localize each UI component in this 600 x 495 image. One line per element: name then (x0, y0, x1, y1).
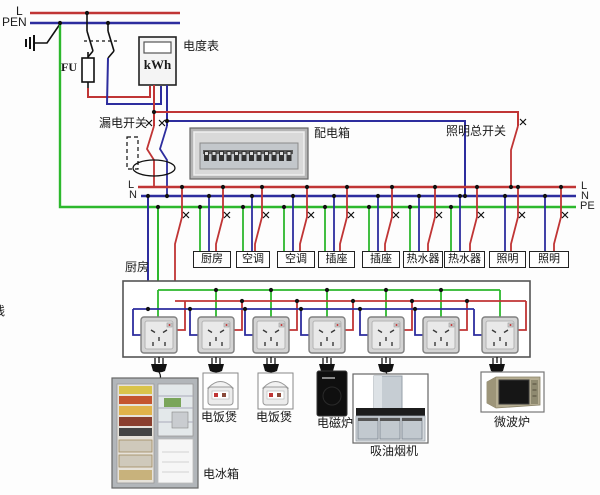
induction-cooker-image (316, 370, 348, 417)
socket-outlet (422, 316, 460, 354)
bus-right-pe-label: PE (580, 200, 595, 212)
lighting-main-switch-symbol (510, 125, 519, 187)
rice-cooker-image (257, 372, 294, 410)
branch-box-ac-1: 空调 (236, 251, 270, 268)
rcd-label: 漏电开关 (99, 116, 148, 130)
plug-icon (150, 356, 168, 382)
socket-outlet (197, 316, 235, 354)
branch-circuit-wires (199, 187, 562, 251)
bus-right-l-label: L (581, 180, 588, 192)
microwave-label: 微波炉 (494, 415, 531, 429)
socket-outlet (308, 316, 346, 354)
meter-input-wires (87, 57, 162, 105)
branch-box-lighting-1: 照明 (489, 251, 526, 268)
microwave-image (480, 371, 545, 413)
branch-box-kitchen: 厨房 (193, 251, 231, 268)
main-isolator-symbol (84, 13, 117, 59)
branch-box-heater-2: 热水器 (444, 251, 485, 268)
distribution-panel-label: 配电箱 (314, 126, 351, 140)
lighting-main-switch-label: 照明总开关 (446, 124, 507, 138)
branch-box-ac-2: 空调 (277, 251, 315, 268)
edge-text-fragment: 线 (0, 304, 5, 318)
pe-earth-wire (58, 23, 576, 209)
range-hood-label: 吸油烟机 (370, 444, 419, 458)
distribution-panel-image (189, 127, 309, 180)
range-hood-image (352, 373, 429, 444)
branch-box-heater-1: 热水器 (403, 251, 443, 268)
fuse-label: FU (61, 60, 77, 74)
branch-box-socket-1: 插座 (318, 251, 355, 268)
fridge-label: 电冰箱 (203, 467, 240, 481)
rice-cooker-label-2: 电饭煲 (256, 410, 293, 424)
supply-pen-label: PEN (2, 15, 27, 29)
bus-right-n-label: N (581, 190, 589, 202)
induction-cooker-label: 电磁炉 (317, 416, 354, 430)
kwh-meter-symbol (138, 36, 177, 86)
kitchen-box-label: 厨房 (125, 260, 150, 274)
branch-box-socket-2: 插座 (362, 251, 400, 268)
fuse-symbol (81, 52, 95, 88)
socket-outlet (140, 316, 178, 354)
earth-ground-icon (25, 23, 61, 51)
socket-outlet (252, 316, 290, 354)
fridge-image (111, 377, 199, 489)
bus-left-n-label: N (129, 189, 137, 201)
meter-kwh-display: kWh (143, 57, 172, 72)
supply-l-label: L (16, 4, 23, 18)
socket-outlet (367, 316, 405, 354)
rice-cooker-label-1: 电饭煲 (201, 410, 238, 424)
meter-label: 电度表 (183, 39, 220, 53)
branch-box-lighting-2: 照明 (529, 251, 569, 268)
rice-cooker-image (202, 372, 239, 410)
socket-outlet (481, 316, 519, 354)
rcd-symbol (126, 125, 176, 196)
bus-left-l-label: L (128, 179, 135, 191)
